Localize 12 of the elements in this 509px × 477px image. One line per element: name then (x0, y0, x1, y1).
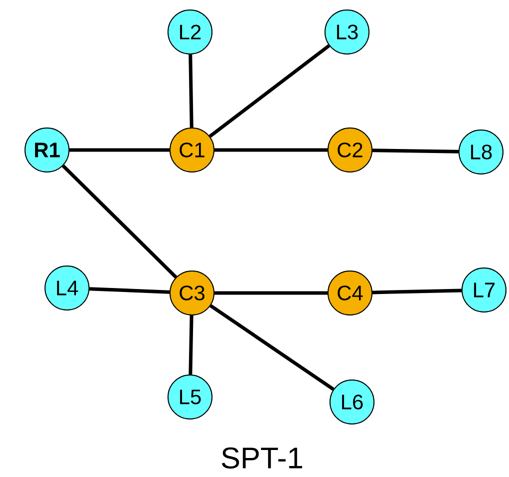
connector-line (62, 164, 178, 278)
connector-line (210, 304, 334, 391)
connector-line (188, 315, 194, 375)
connector-line (188, 54, 194, 128)
connector-line (70, 148, 170, 152)
connector-line (89, 287, 170, 294)
connector-line (214, 148, 328, 152)
connector-line (208, 44, 330, 138)
connector-line (214, 291, 328, 295)
connector-line (372, 148, 459, 154)
connector-line (372, 288, 462, 294)
caption: SPT-1 (222, 447, 302, 469)
